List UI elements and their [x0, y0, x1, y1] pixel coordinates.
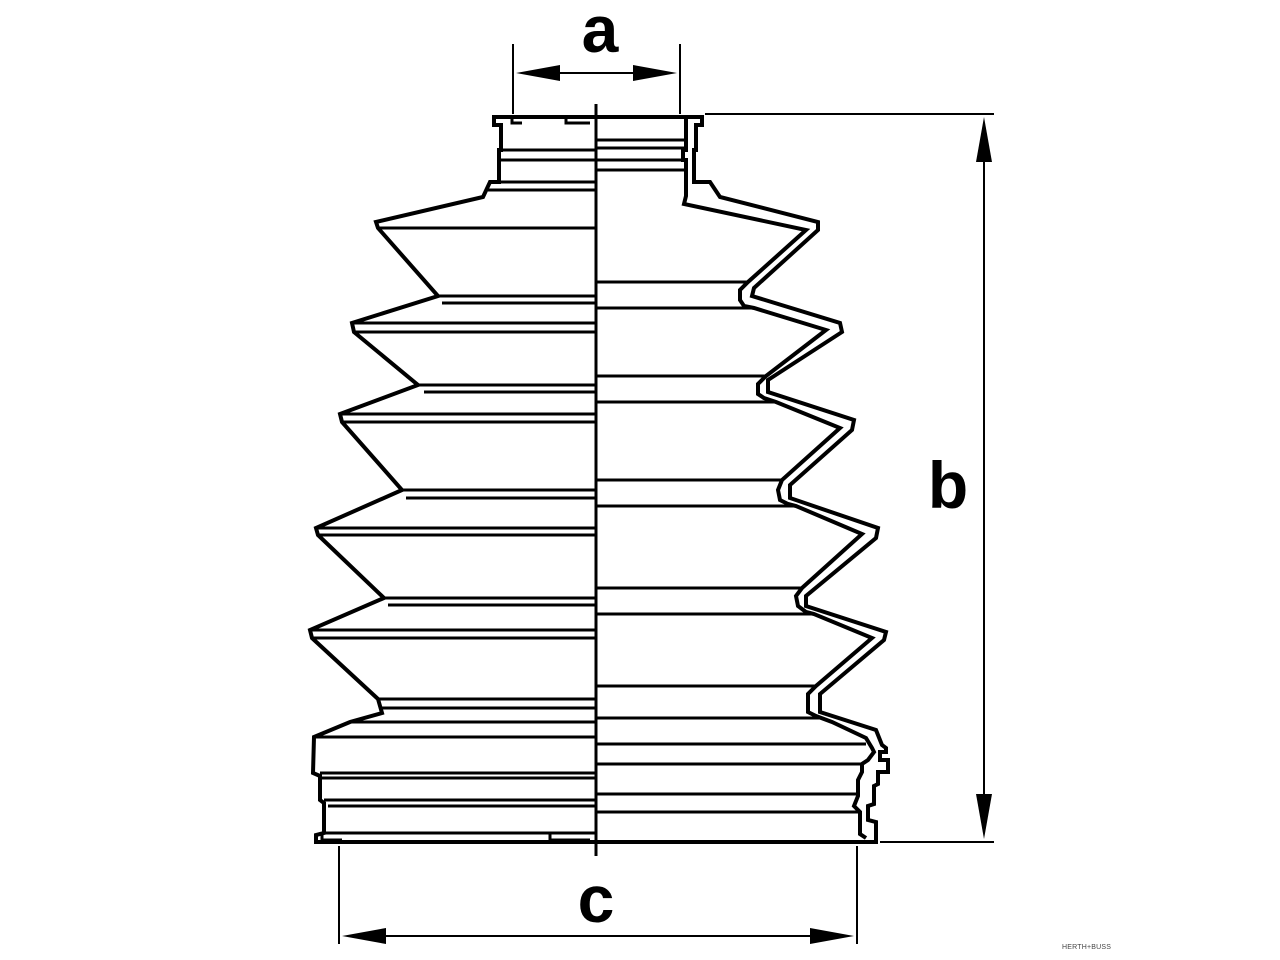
- dimension-c-label: c: [577, 862, 615, 936]
- dimension-a-line: [512, 44, 681, 114]
- dimension-a-arrow-right: [633, 65, 677, 81]
- boot-left-outline: [307, 115, 596, 844]
- dimension-b-label: b: [927, 448, 969, 522]
- dimension-a-label: a: [581, 0, 619, 66]
- boot-right-bands: [596, 138, 866, 814]
- boot-left-bands: [312, 148, 596, 835]
- boot-right-outer-wall: [596, 115, 890, 844]
- dimension-b-arrow-top: [976, 117, 992, 162]
- boot-right-inner-wall: [681, 117, 877, 840]
- dimension-b-arrow-bottom: [976, 794, 992, 839]
- brand-watermark: HERTH+BUSS: [1062, 944, 1112, 951]
- dimension-c-line: [338, 846, 858, 944]
- dimension-b-line: [705, 113, 994, 843]
- boot-left-notches: [320, 117, 590, 842]
- dimension-a-arrow-left: [516, 65, 560, 81]
- dimension-c-arrow-right: [810, 928, 854, 944]
- dimension-c-arrow-left: [342, 928, 386, 944]
